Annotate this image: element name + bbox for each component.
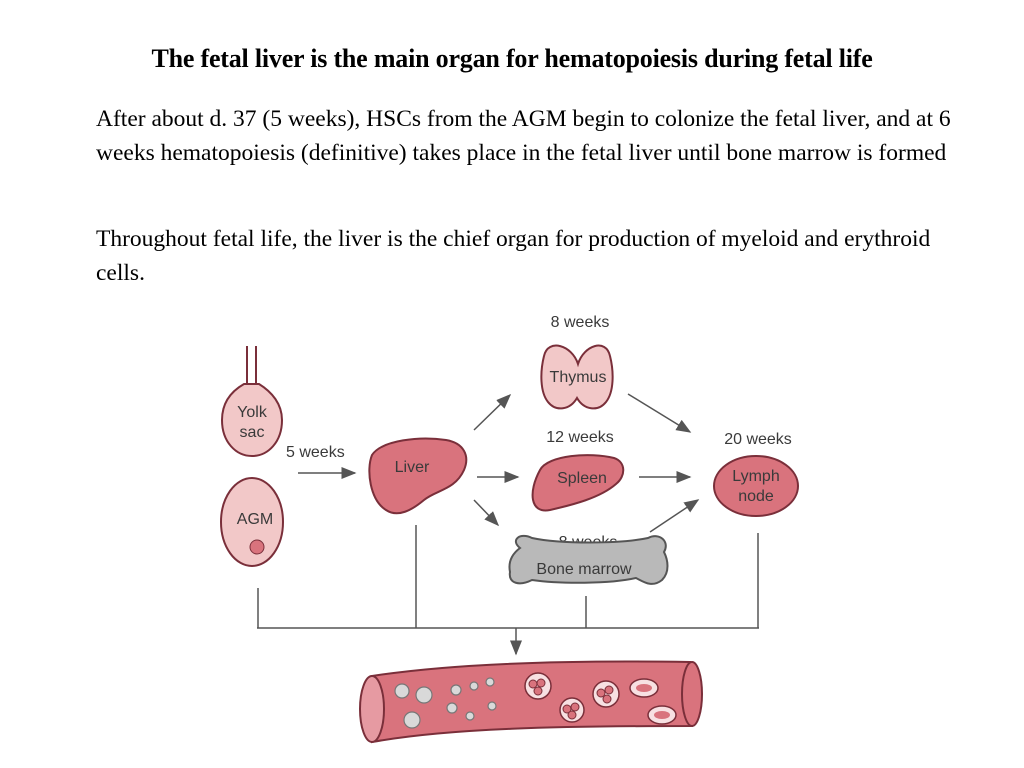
spleen-label: Spleen	[557, 470, 607, 487]
arrow-liver-to-thymus	[473, 393, 512, 431]
slide-title: The fetal liver is the main organ for he…	[151, 44, 873, 73]
yolk-sac-label-line2: sac	[240, 424, 265, 441]
lymph-node-time-label: 20 weeks	[724, 431, 792, 448]
arrow-label-5-weeks: 5 weeks	[286, 444, 345, 461]
bone-marrow-label: Bone marrow	[536, 561, 632, 578]
arrow-thymus-to-lymph-node	[627, 393, 692, 433]
blood-vessel	[359, 660, 703, 744]
bone-marrow: Bone marrow	[508, 534, 669, 585]
lymph-node-label-line1: Lymph	[732, 468, 779, 485]
liver: Liver	[368, 437, 468, 515]
spleen-time-label: 12 weeks	[546, 429, 614, 446]
lymph-node: Lymph node	[713, 455, 799, 517]
agm-label: AGM	[237, 511, 273, 528]
arrow-liver-to-bone-marrow	[473, 499, 500, 527]
arrow-bone-marrow-to-lymph-node	[649, 499, 700, 533]
yolk-sac-label-line1: Yolk	[237, 404, 268, 421]
yolk-sac: Yolk sac	[220, 346, 284, 458]
spleen: Spleen	[531, 454, 625, 512]
agm: AGM	[220, 477, 284, 567]
liver-label: Liver	[395, 459, 430, 476]
connector-lines	[257, 525, 759, 629]
lymph-node-label-line2: node	[738, 488, 774, 505]
thymus-time-label: 8 weeks	[551, 314, 610, 331]
thymus: Thymus	[540, 344, 614, 410]
paragraph-fetal-liver-colonization: After about d. 37 (5 weeks), HSCs from t…	[96, 106, 951, 166]
thymus-label: Thymus	[550, 369, 607, 386]
paragraph-liver-chief-organ: Throughout fetal life, the liver is the …	[96, 226, 931, 286]
